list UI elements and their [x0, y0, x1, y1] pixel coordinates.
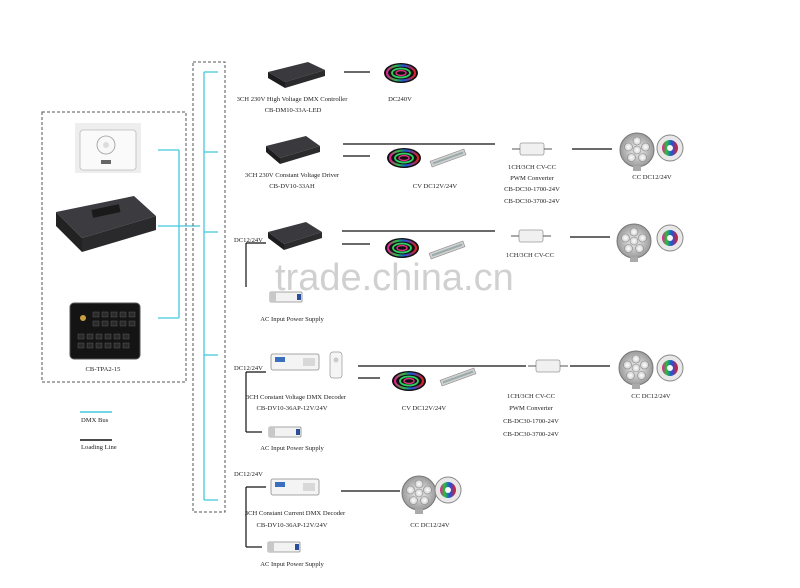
rgb-downlight-image [656, 134, 684, 162]
row4-device-name: 3CH Constant Voltage DMX Decoder [245, 394, 347, 401]
row3-converter-name: 1CH/3CH CV-CC [506, 252, 554, 259]
row2-converter-type: PWM Converter [510, 175, 554, 182]
row2-converter-model-1: CB-DC30-1700-24V [504, 186, 560, 193]
rgb-strip-reel-image [383, 236, 421, 260]
row4-converter-type: PWM Converter [509, 405, 553, 412]
power-supply-image [268, 426, 302, 438]
row5-loading-lines [245, 486, 400, 548]
rgb-downlight-image [434, 476, 462, 504]
cv-cc-converter-image [511, 142, 553, 156]
row5-device-name: 3CH Constant Current DMX Decoder [244, 510, 346, 517]
main-dmx-bus [203, 71, 218, 501]
row2-strip-label: CV DC12V/24V [412, 183, 458, 190]
row4-lamp-label: CC DC12/24V [631, 393, 671, 400]
bus-frame [192, 61, 226, 513]
remote-image [329, 351, 343, 379]
power-supply-image [267, 541, 301, 553]
row4-loading-lines [245, 365, 610, 433]
rgb-strip-reel-image [382, 61, 420, 85]
downlight-image [619, 132, 655, 172]
row3-device-image [268, 222, 322, 250]
row5-device-model: CB-DV10-36AP-12V/24V [256, 522, 328, 529]
controller-group-frame [41, 111, 187, 383]
row4-converter-model-2: CB-DC30-3700-24V [503, 431, 559, 438]
row3-input-label: DC12/24V [234, 237, 263, 244]
row4-converter-name: 1CH/3CH CV-CC [507, 393, 555, 400]
rgb-downlight-image [656, 224, 684, 252]
touch-panel-image [69, 302, 141, 360]
row2-device-model: CB-DV10-33AH [269, 183, 315, 190]
row2-converter-model-2: CB-DC30-3700-24V [504, 198, 560, 205]
row4-device-model: CB-DV10-36AP-12V/24V [256, 405, 328, 412]
downlight-image [401, 475, 437, 515]
row3-psu-label: AC Input Power Supply [260, 316, 324, 323]
cv-cc-converter-image [510, 229, 552, 243]
row4-input-label: DC12/24V [234, 365, 263, 372]
row2-device-name: 3CH 230V Constant Voltage Driver [244, 172, 340, 179]
downlight-image [618, 350, 654, 390]
row2-lamp-label: CC DC12/24V [632, 174, 672, 181]
row4-converter-model-1: CB-DC30-1700-24V [503, 418, 559, 425]
led-bar-image [439, 367, 477, 387]
cv-dmx-decoder-image [270, 353, 320, 371]
legend-loading-line-label: Loading Line [81, 444, 117, 451]
row5-lamp-label: CC DC12/24V [410, 522, 450, 529]
row1-output-label: DC240V [388, 96, 412, 103]
row4-strip-label: CV DC12V/24V [401, 405, 447, 412]
row5-input-label: DC12/24V [234, 471, 263, 478]
touch-panel-label: CB-TPA2-15 [85, 366, 121, 373]
downlight-image [616, 223, 652, 263]
legend-dmx-bus-label: DMX Bus [81, 417, 109, 424]
led-bar-image [429, 148, 467, 168]
rgb-strip-reel-image [385, 146, 423, 170]
dmx-console-image [56, 196, 156, 252]
row3-loading-lines [245, 230, 610, 287]
cv-driver-image [266, 136, 320, 164]
row1-device-name: 3CH 230V High Voltage DMX Controller [236, 96, 348, 103]
rgb-strip-reel-image [390, 369, 428, 393]
cv-cc-converter-image [527, 359, 569, 373]
row1-device-model: CB-DM10-33A-LED [264, 107, 322, 114]
row2-converter-name: 1CH/3CH CV-CC [508, 164, 556, 171]
row4-psu-label: AC Input Power Supply [260, 445, 324, 452]
row5-psu-label: AC Input Power Supply [260, 561, 324, 568]
cc-dmx-decoder-image [270, 478, 320, 496]
row2-loading-lines [343, 143, 612, 157]
rgb-downlight-image [656, 354, 684, 382]
hv-dmx-controller-image [268, 62, 325, 88]
watermark: trade.china.cn [275, 257, 514, 299]
wall-dimmer-image [75, 123, 141, 173]
controller-dmx-bus [158, 149, 200, 319]
